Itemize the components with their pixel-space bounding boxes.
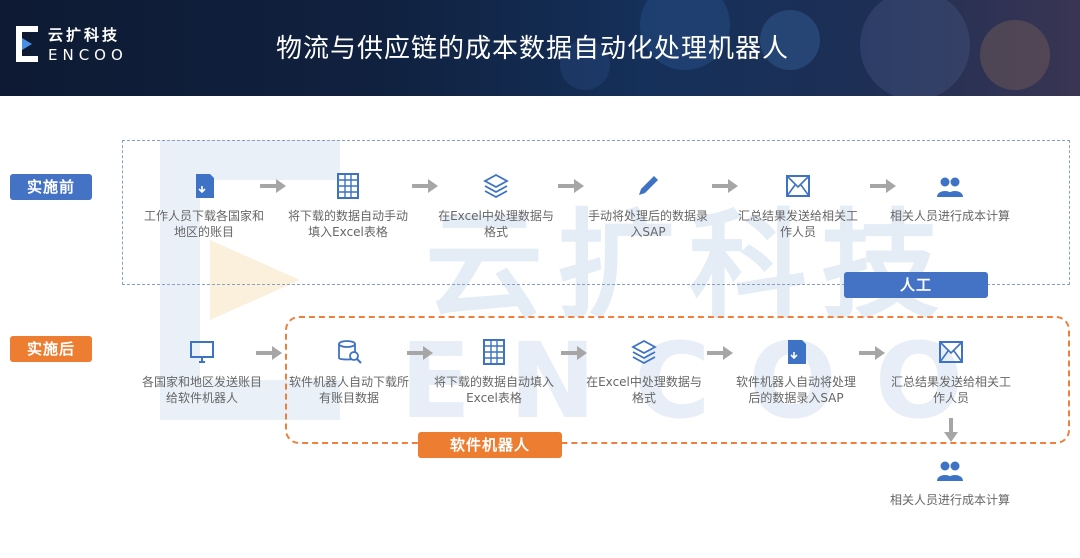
spreadsheet-icon — [334, 172, 362, 200]
after-step: 软件机器人自动将处理后的数据录入SAP — [736, 338, 856, 406]
after-step: 汇总结果发送给相关工作人员 — [891, 338, 1011, 406]
logo-text-en: ENCOO — [48, 46, 128, 64]
page-title: 物流与供应链的成本数据自动化处理机器人 — [276, 28, 789, 65]
flow-arrow-down — [944, 418, 958, 442]
after-tag: 实施后 — [10, 336, 92, 362]
step-label: 工作人员下载各国家和地区的账目 — [144, 208, 264, 240]
header-banner: 云扩科技 ENCOO 物流与供应链的成本数据自动化处理机器人 — [0, 0, 1080, 96]
flow-arrow — [707, 346, 733, 360]
before-step: 将下载的数据自动手动填入Excel表格 — [288, 172, 408, 240]
step-label: 汇总结果发送给相关工作人员 — [738, 208, 858, 240]
pencil-icon — [634, 172, 662, 200]
envelope-icon — [937, 338, 965, 366]
flow-arrow — [712, 179, 738, 193]
before-tag: 实施前 — [10, 174, 92, 200]
step-label: 相关人员进行成本计算 — [890, 492, 1010, 508]
step-label: 在Excel中处理数据与格式 — [436, 208, 556, 240]
step-label: 手动将处理后的数据录入SAP — [588, 208, 708, 240]
manual-tag: 人工 — [844, 272, 988, 298]
flow-arrow — [260, 179, 286, 193]
database-search-icon — [335, 338, 363, 366]
bokeh-light — [860, 0, 970, 96]
flow-arrow — [859, 346, 885, 360]
layers-icon — [482, 172, 510, 200]
people-icon — [936, 172, 964, 200]
after-step: 在Excel中处理数据与格式 — [584, 338, 704, 406]
after-step: 各国家和地区发送账目给软件机器人 — [142, 338, 262, 406]
robot-tag: 软件机器人 — [418, 432, 562, 458]
flow-arrow — [256, 346, 282, 360]
document-download-icon — [190, 172, 218, 200]
step-label: 汇总结果发送给相关工作人员 — [891, 374, 1011, 406]
flow-arrow — [412, 179, 438, 193]
before-step: 工作人员下载各国家和地区的账目 — [144, 172, 264, 240]
before-step: 在Excel中处理数据与格式 — [436, 172, 556, 240]
spreadsheet-icon — [480, 338, 508, 366]
after-step: 相关人员进行成本计算 — [890, 456, 1010, 508]
logo-text-cn: 云扩科技 — [48, 24, 120, 45]
step-label: 将下载的数据自动手动填入Excel表格 — [288, 208, 408, 240]
flow-arrow — [558, 179, 584, 193]
after-step: 软件机器人自动下载所有账目数据 — [289, 338, 409, 406]
step-label: 在Excel中处理数据与格式 — [584, 374, 704, 406]
encoo-logo-icon — [12, 22, 42, 66]
envelope-icon — [784, 172, 812, 200]
step-label: 将下载的数据自动填入Excel表格 — [434, 374, 554, 406]
before-step: 手动将处理后的数据录入SAP — [588, 172, 708, 240]
people-icon — [936, 456, 964, 484]
step-label: 软件机器人自动下载所有账目数据 — [289, 374, 409, 406]
before-step: 相关人员进行成本计算 — [890, 172, 1010, 224]
step-label: 各国家和地区发送账目给软件机器人 — [142, 374, 262, 406]
step-label: 软件机器人自动将处理后的数据录入SAP — [736, 374, 856, 406]
flow-arrow — [407, 346, 433, 360]
step-label: 相关人员进行成本计算 — [890, 208, 1010, 224]
document-download-icon — [782, 338, 810, 366]
monitor-icon — [188, 338, 216, 366]
layers-icon — [630, 338, 658, 366]
after-step: 将下载的数据自动填入Excel表格 — [434, 338, 554, 406]
before-step: 汇总结果发送给相关工作人员 — [738, 172, 858, 240]
bokeh-light — [980, 20, 1050, 90]
